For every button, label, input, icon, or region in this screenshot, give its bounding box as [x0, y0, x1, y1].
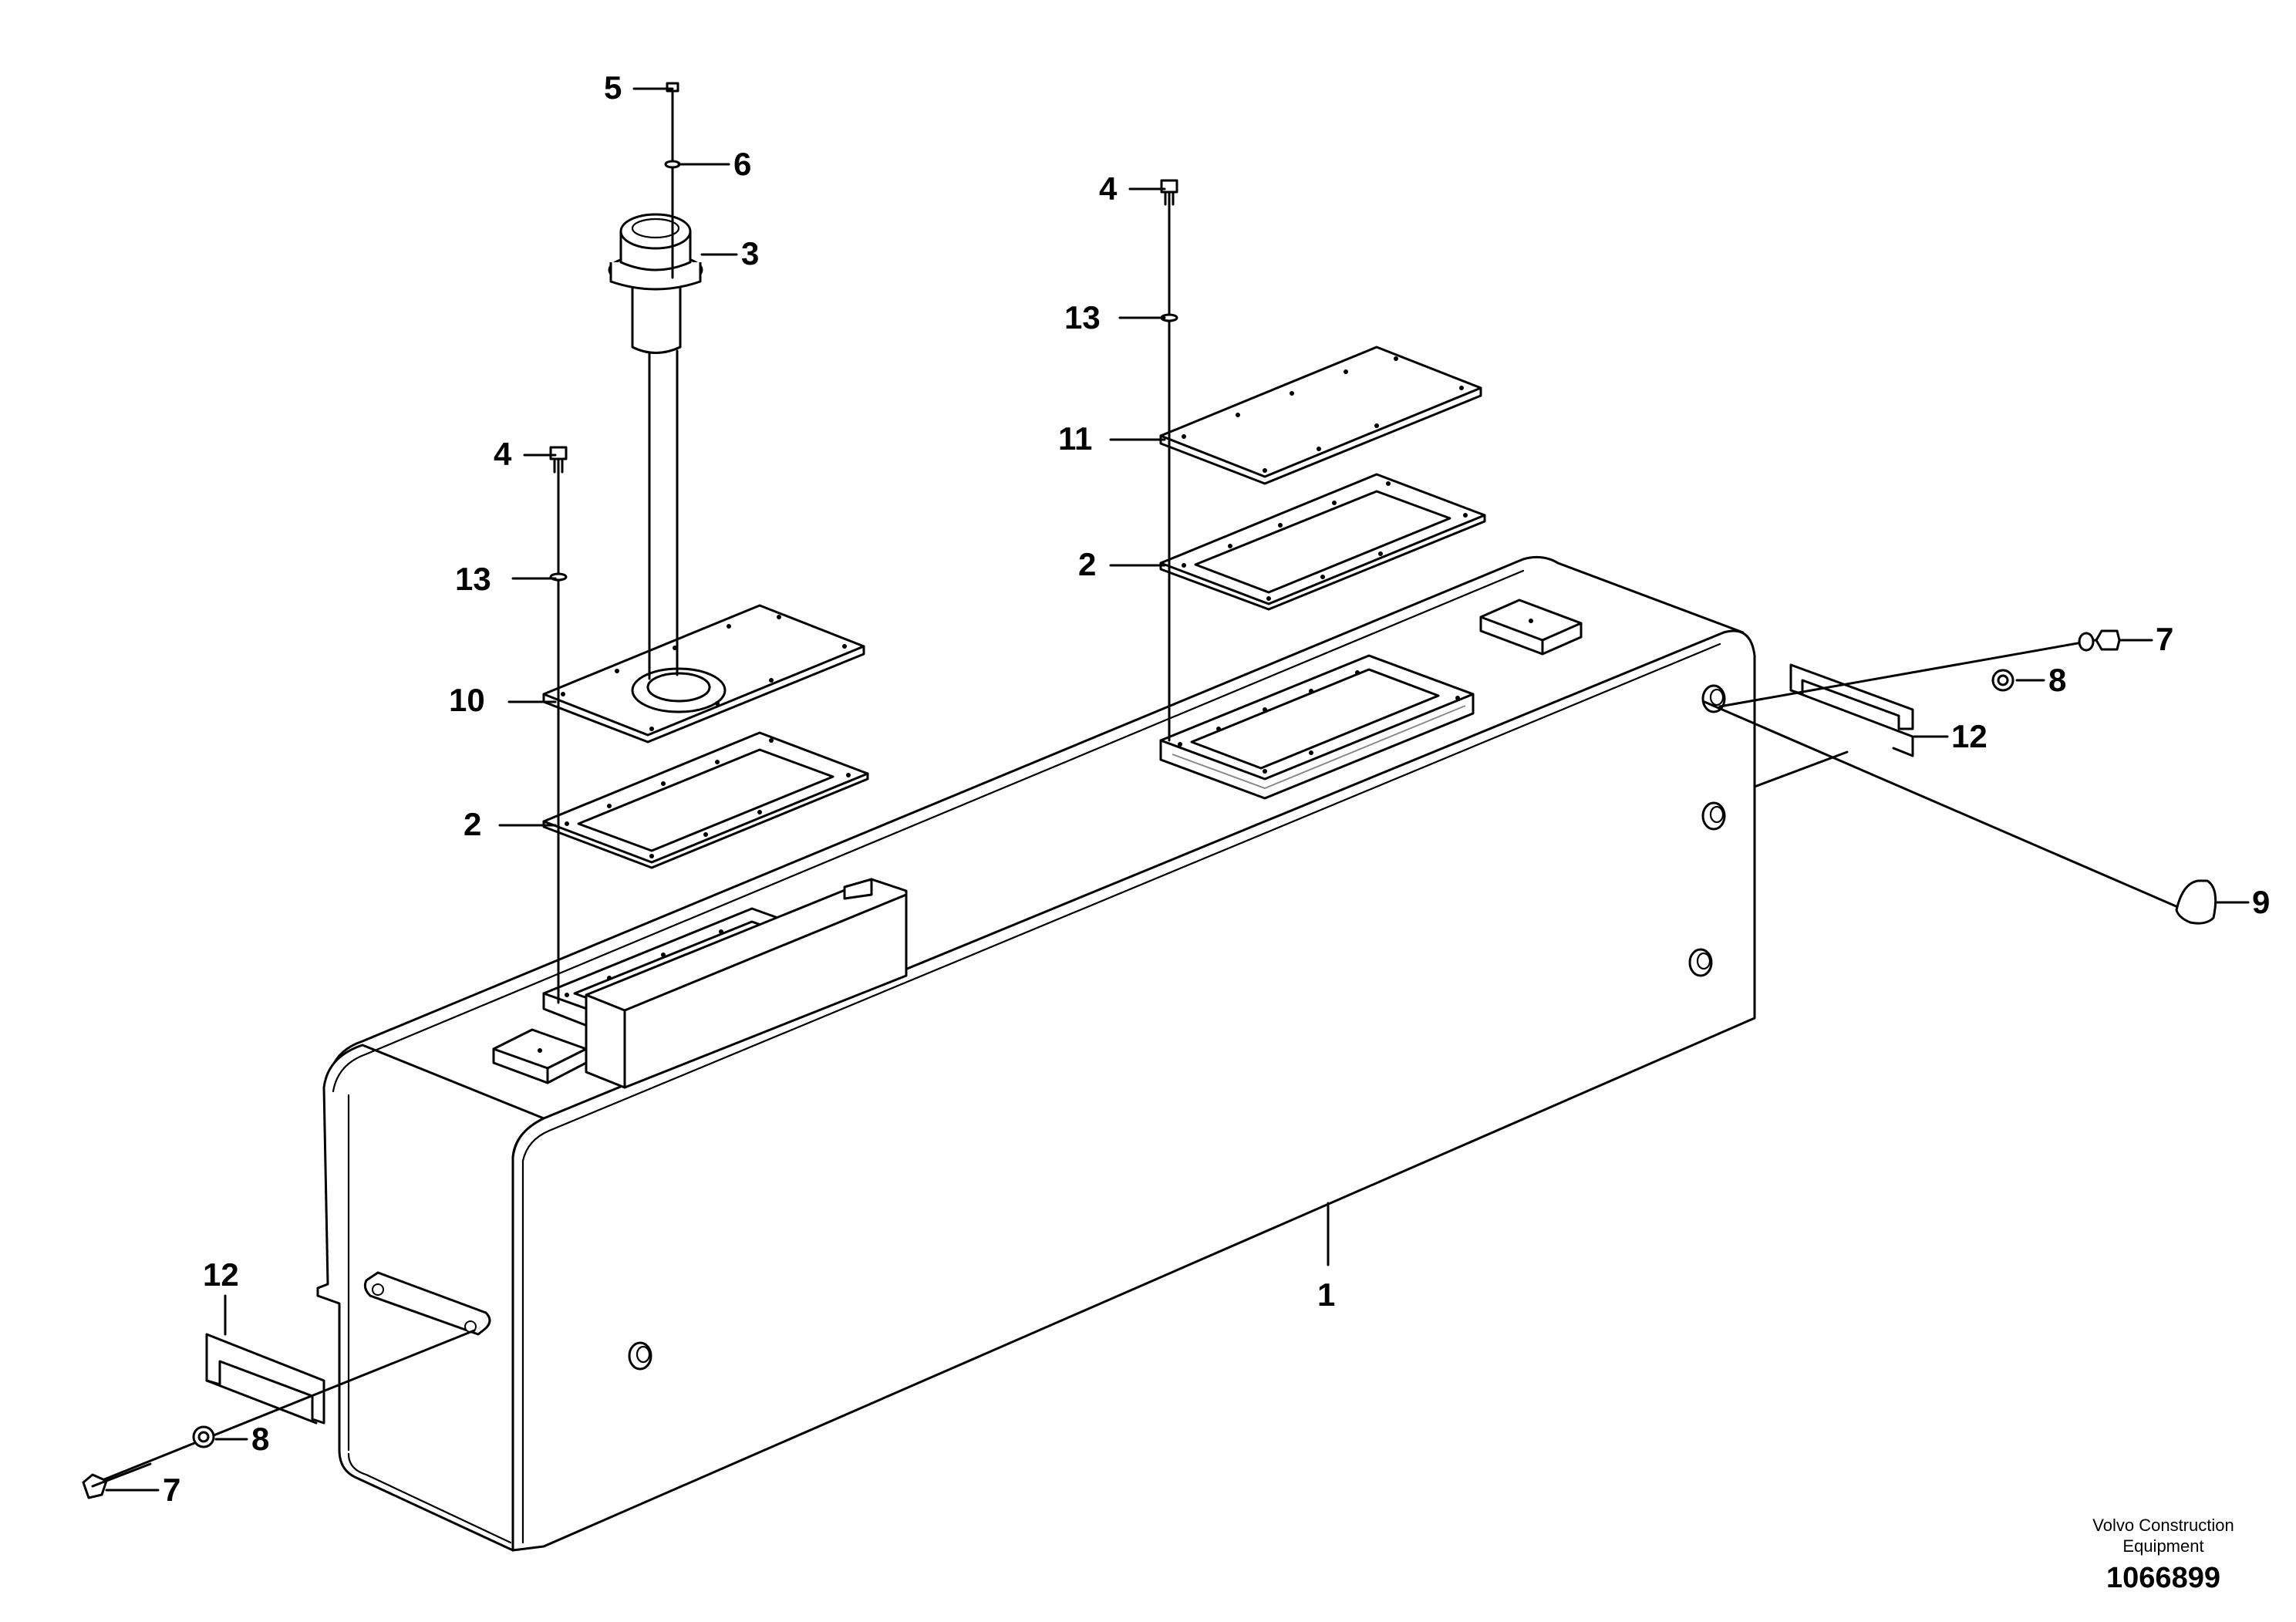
leader-lines — [105, 87, 2250, 1492]
callout-12: 12 — [1951, 718, 1988, 754]
left-screws — [549, 446, 568, 1004]
left-cover-plate — [542, 604, 865, 744]
callout-1: 1 — [1317, 1276, 1335, 1313]
callout-4: 4 — [494, 436, 512, 472]
left-bolt — [82, 1329, 476, 1499]
right-bracket — [1789, 663, 1914, 757]
brand-line-1: Volvo Construction — [2092, 1516, 2234, 1535]
level-sensor — [608, 213, 703, 680]
callout-5: 5 — [604, 69, 622, 106]
callout-labels: 5 6 3 4 13 10 2 4 13 11 2 7 8 12 9 1 12 … — [163, 69, 2270, 1508]
right-cover-plate — [1159, 346, 1482, 485]
callout-2: 2 — [1078, 546, 1096, 582]
footer: Volvo Construction Equipment 1066899 — [2092, 1516, 2234, 1594]
callout-3: 3 — [741, 235, 759, 271]
callout-12: 12 — [203, 1256, 239, 1293]
callout-8: 8 — [251, 1421, 269, 1457]
callout-4: 4 — [1099, 170, 1118, 207]
callout-13: 13 — [455, 561, 491, 597]
callout-13: 13 — [1064, 299, 1101, 336]
right-bolt — [1703, 629, 2217, 925]
right-screws — [1160, 179, 1178, 742]
callout-6: 6 — [733, 146, 751, 182]
left-gasket — [542, 731, 869, 869]
left-bracket — [205, 1333, 325, 1425]
callout-7: 7 — [2156, 621, 2173, 657]
callout-10: 10 — [449, 682, 485, 718]
brand-line-2: Equipment — [2122, 1536, 2203, 1556]
callout-9: 9 — [2252, 884, 2270, 920]
drawing-number: 1066899 — [2106, 1562, 2220, 1594]
callout-11: 11 — [1058, 420, 1092, 457]
callout-8: 8 — [2048, 662, 2066, 698]
boss-fittings — [628, 684, 1726, 1371]
callout-2: 2 — [464, 806, 481, 842]
right-gasket — [1159, 473, 1486, 611]
tank-body — [316, 555, 1849, 1552]
callout-7: 7 — [163, 1472, 180, 1508]
